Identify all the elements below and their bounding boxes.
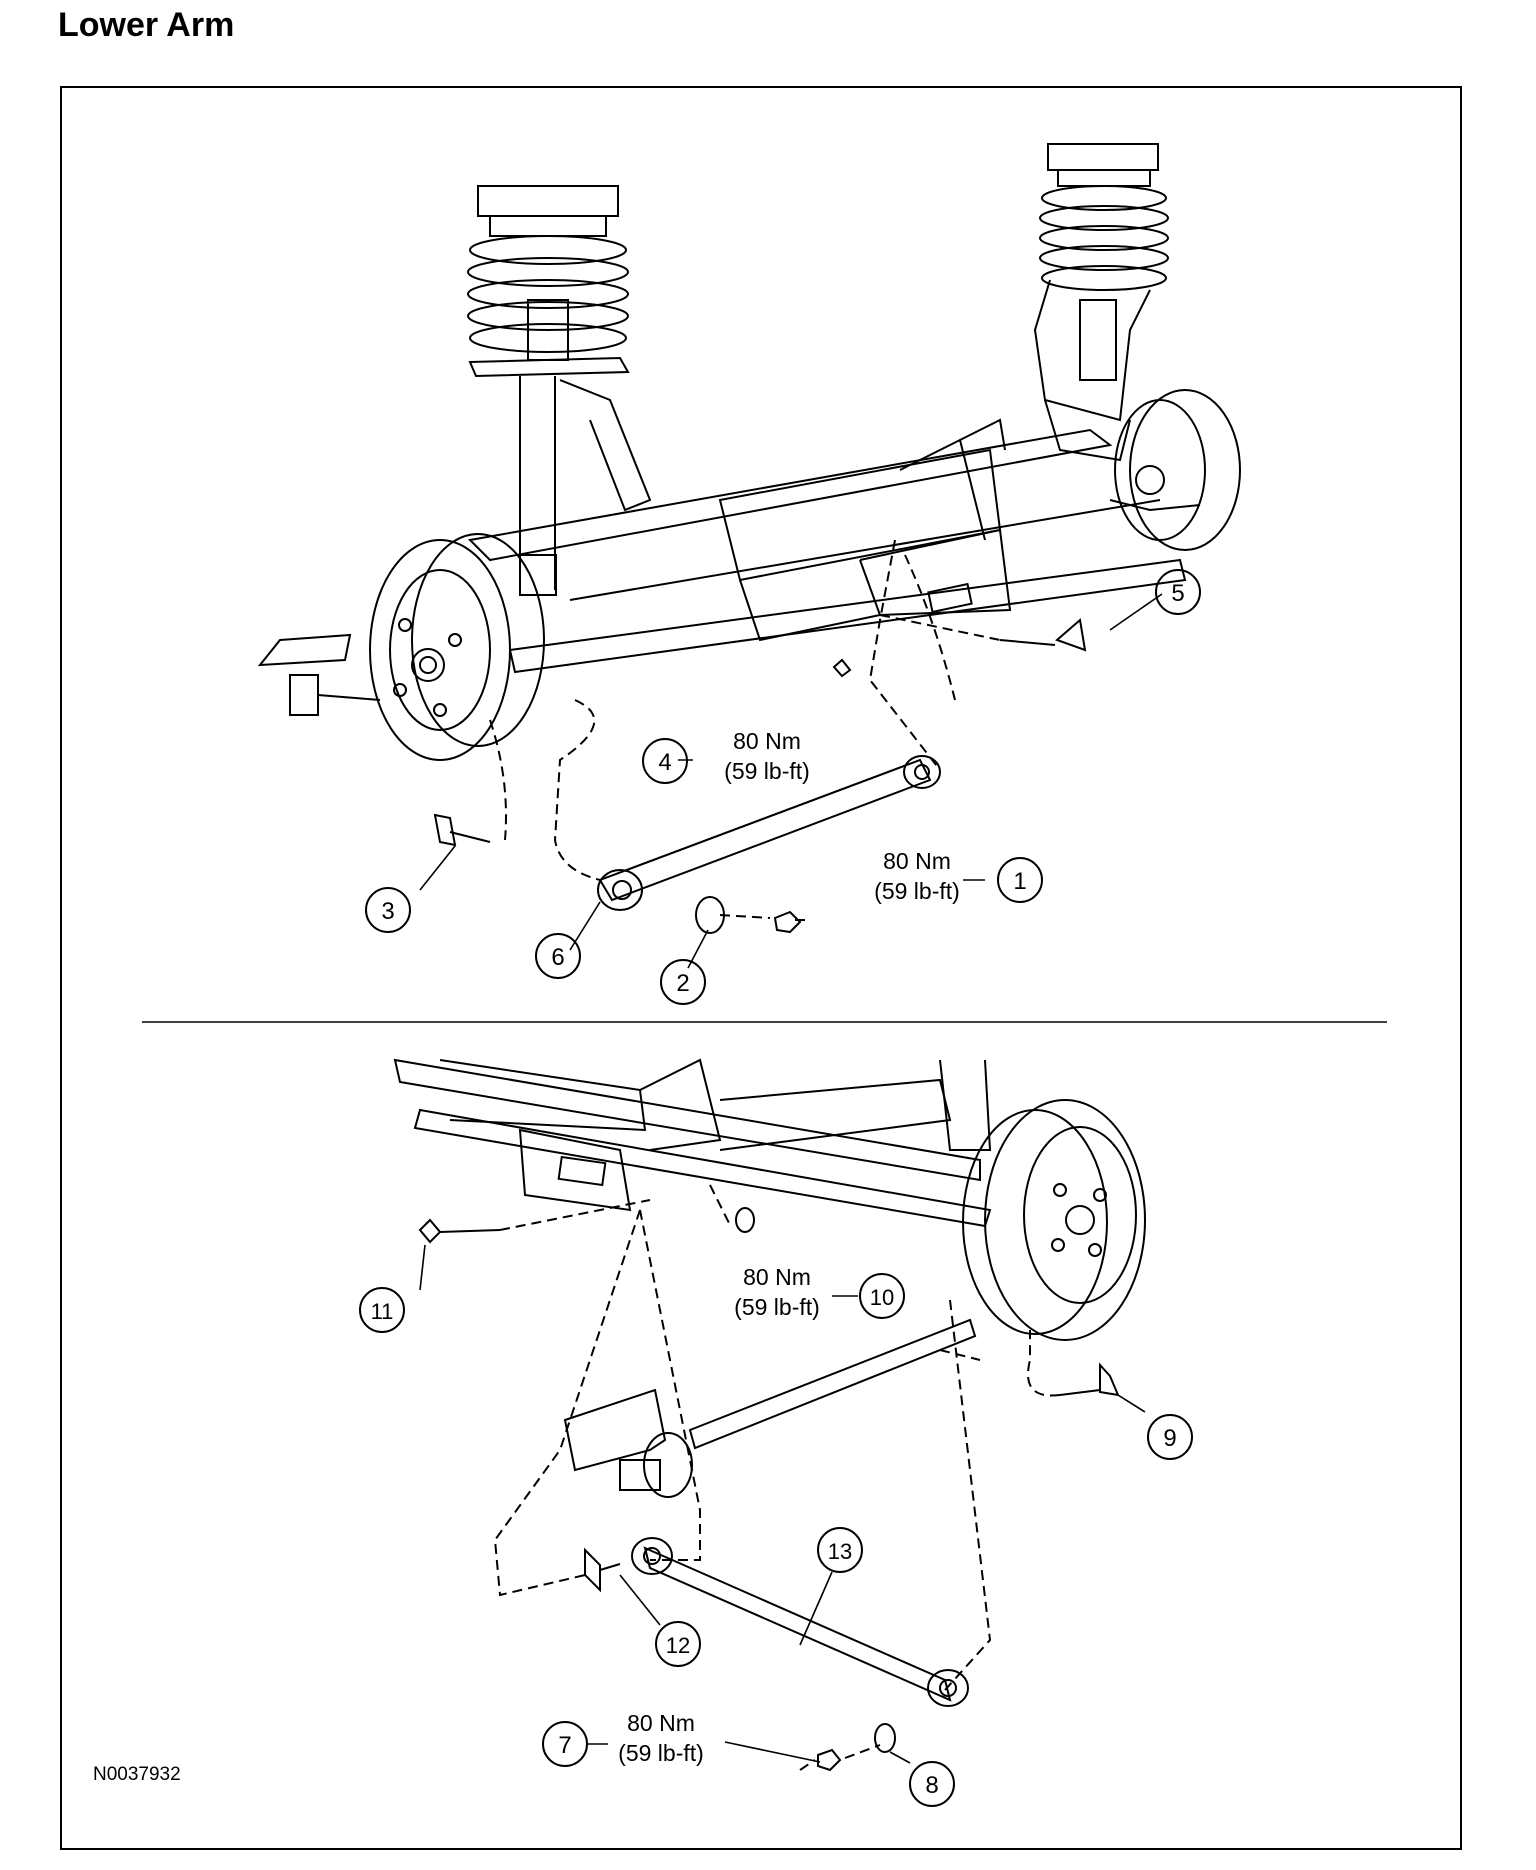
- lower-axle-beam: [393, 1058, 992, 1228]
- callout-13-text: 13: [828, 1539, 852, 1564]
- lower-arm-bottom: [631, 1537, 969, 1707]
- callout-leaders-top: [419, 593, 1163, 969]
- lower-arm-top: [597, 755, 941, 911]
- callout-5: 5: [1155, 569, 1201, 615]
- callout-9: 9: [1147, 1414, 1193, 1460]
- torque-7-nm: 80 Nm: [627, 1710, 695, 1736]
- right-strut-spring: [1033, 143, 1169, 462]
- right-brake-drum-lower: [962, 1099, 1146, 1341]
- callout-10-text: 10: [870, 1285, 894, 1310]
- callout-circles: 1 2 3 4 5 6 7 8 9 10 11 12 13: [359, 569, 1201, 1807]
- callout-8-text: 8: [925, 1772, 938, 1799]
- callout-11: 11: [359, 1287, 405, 1333]
- callout-4: 4: [642, 738, 688, 784]
- callout-13: 13: [817, 1527, 863, 1573]
- right-brake-drum: [1109, 389, 1241, 551]
- torque-10-nm: 80 Nm: [743, 1264, 811, 1290]
- rear-axle-beam: [467, 418, 1187, 674]
- torque-label-7: 80 Nm (59 lb-ft): [606, 1708, 716, 1768]
- left-strut-spring: [467, 185, 652, 596]
- callout-6: 6: [535, 933, 581, 979]
- callout-2: 2: [660, 959, 706, 1005]
- callout-6-text: 6: [551, 944, 564, 971]
- callout-8: 8: [909, 1761, 955, 1807]
- callout-12: 12: [655, 1621, 701, 1667]
- upper-assembly-drawing: [257, 143, 1241, 969]
- diagram-frame: [60, 86, 1462, 1850]
- lower-assembly-drawing: [393, 1058, 1146, 1772]
- callout-1: 1: [997, 857, 1043, 903]
- left-stabilizer-mount: [257, 633, 381, 716]
- callout-9-text: 9: [1163, 1425, 1176, 1452]
- stabilizer-bar-lower: [563, 1318, 977, 1498]
- torque-10-lbft: (59 lb-ft): [734, 1294, 820, 1320]
- figure-id: N0037932: [93, 1764, 181, 1785]
- torque-4-lbft: (59 lb-ft): [724, 758, 810, 784]
- upper-dashed-leaders: [489, 539, 1001, 921]
- page-title: Lower Arm: [58, 6, 235, 44]
- upper-hardware: [433, 618, 1087, 934]
- torque-label-10: 80 Nm (59 lb-ft): [722, 1262, 832, 1322]
- torque-label-4: 80 Nm (59 lb-ft): [712, 726, 822, 786]
- lower-dashed-leaders: [493, 1184, 1061, 1771]
- lower-hardware: [418, 1207, 1120, 1772]
- callout-4-text: 4: [658, 749, 671, 776]
- torque-1-nm: 80 Nm: [883, 848, 951, 874]
- callout-7: 7: [542, 1721, 588, 1767]
- callout-12-text: 12: [666, 1633, 690, 1658]
- callout-7-text: 7: [558, 1732, 571, 1759]
- torque-4-nm: 80 Nm: [733, 728, 801, 754]
- left-brake-drum: [369, 533, 545, 761]
- torque-7-lbft: (59 lb-ft): [618, 1740, 704, 1766]
- callout-3: 3: [365, 887, 411, 933]
- callout-3-text: 3: [381, 898, 394, 925]
- callout-10: 10: [859, 1273, 905, 1319]
- callout-11-text: 11: [371, 1299, 394, 1324]
- callout-5-text: 5: [1171, 580, 1184, 607]
- torque-label-1: 80 Nm (59 lb-ft): [862, 846, 972, 906]
- callout-2-text: 2: [676, 970, 689, 997]
- torque-1-lbft: (59 lb-ft): [874, 878, 960, 904]
- callout-1-text: 1: [1013, 868, 1026, 895]
- callout-leaders-bottom: [419, 1244, 1146, 1764]
